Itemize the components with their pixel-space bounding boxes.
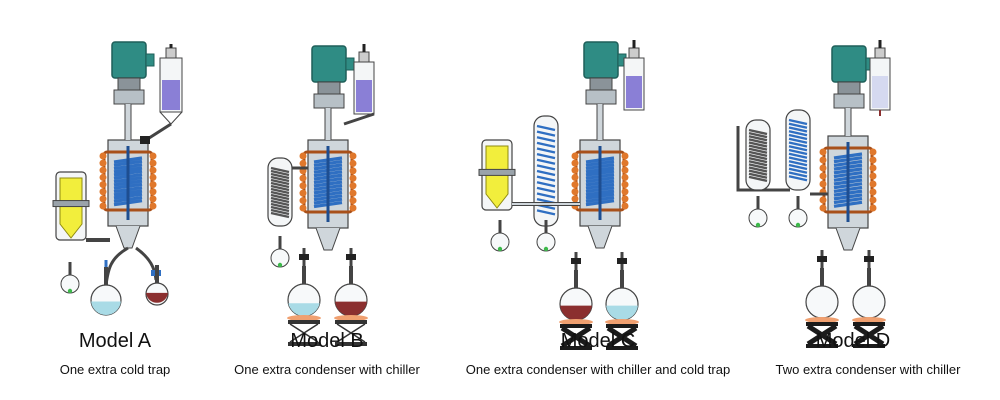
model-c-caption: One extra condenser with chiller and col… bbox=[465, 362, 731, 377]
lab-jack-icon bbox=[288, 320, 320, 324]
motor-icon bbox=[311, 45, 347, 83]
motor-icon bbox=[111, 41, 147, 79]
model-b-illustration bbox=[267, 44, 375, 346]
model-c-illustration bbox=[478, 40, 645, 350]
model-a-illustration bbox=[52, 41, 183, 316]
model-d-illustration bbox=[736, 40, 891, 348]
lab-jack-icon bbox=[606, 324, 638, 328]
receiving-flask-icon bbox=[805, 285, 839, 319]
lab-jack-icon bbox=[853, 322, 885, 326]
model-a-title: Model A bbox=[78, 330, 152, 352]
model-c-title: Model C bbox=[560, 330, 636, 352]
model-b-title: Model B bbox=[290, 330, 364, 352]
motor-icon bbox=[583, 41, 619, 79]
lab-jack-icon bbox=[806, 322, 838, 326]
model-a-caption: One extra cold trap bbox=[59, 362, 171, 377]
lab-jack-icon bbox=[335, 320, 367, 324]
lab-jack-icon bbox=[560, 324, 592, 328]
motor-icon bbox=[831, 45, 867, 83]
receiving-flask-icon bbox=[852, 285, 886, 319]
model-d-caption: Two extra condenser with chiller bbox=[775, 362, 961, 377]
model-d-title: Model D bbox=[815, 330, 891, 352]
model-b-caption: One extra condenser with chiller bbox=[234, 362, 420, 377]
